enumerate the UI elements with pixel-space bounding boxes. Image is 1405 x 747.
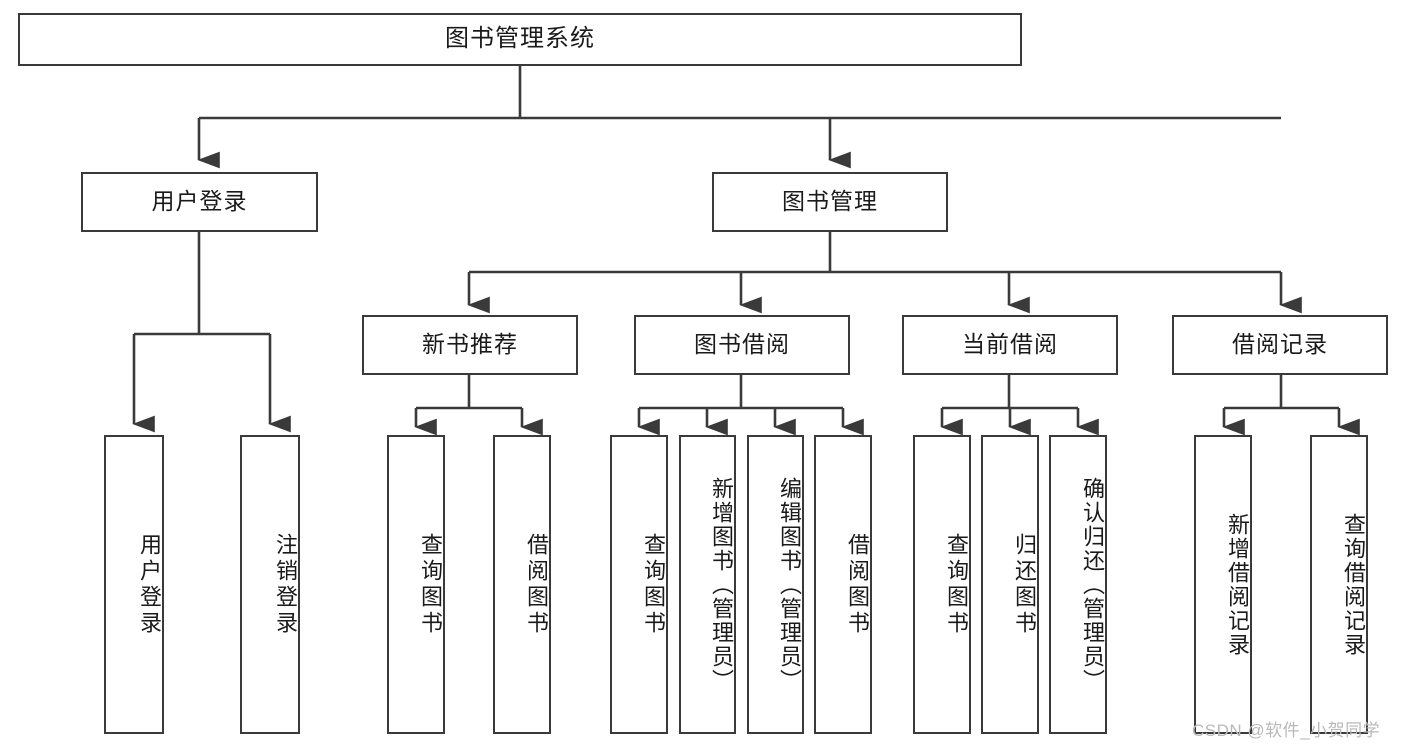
node-book-management[interactable]: 图书管理 (712, 172, 948, 232)
leaf-borrow-record-query-record[interactable]: 查询借阅记录 (1310, 435, 1368, 734)
node-book-borrow[interactable]: 图书借阅 (634, 315, 850, 375)
leaf-book-borrow-query-book[interactable]: 查询图书 (610, 435, 668, 734)
leaf-borrow-record-add-record[interactable]: 新增借阅记录 (1194, 435, 1252, 734)
leaf-current-borrow-confirm-return-admin[interactable]: 确认归还（管理员） (1049, 435, 1107, 734)
leaf-book-borrow-edit-book-admin[interactable]: 编辑图书（管理员） (747, 435, 804, 734)
node-current-borrow[interactable]: 当前借阅 (902, 315, 1118, 375)
leaf-user-login-logout[interactable]: 注销登录 (240, 435, 300, 734)
leaf-current-borrow-query-book[interactable]: 查询图书 (913, 435, 971, 734)
node-root-book-management-system[interactable]: 图书管理系统 (18, 13, 1022, 66)
node-user-login[interactable]: 用户登录 (81, 172, 318, 232)
leaf-new-book-query-book[interactable]: 查询图书 (387, 435, 445, 734)
leaf-current-borrow-return-book[interactable]: 归还图书 (981, 435, 1039, 734)
leaf-user-login-login[interactable]: 用户登录 (104, 435, 164, 734)
node-new-book-recommend[interactable]: 新书推荐 (362, 315, 578, 375)
leaf-book-borrow-add-book-admin[interactable]: 新增图书（管理员） (679, 435, 736, 734)
csdn-watermark: CSDN @软件_小贺同学 (1192, 721, 1381, 740)
leaf-new-book-borrow-book[interactable]: 借阅图书 (493, 435, 551, 734)
node-borrow-record[interactable]: 借阅记录 (1172, 315, 1388, 375)
leaf-book-borrow-borrow-book[interactable]: 借阅图书 (814, 435, 872, 734)
